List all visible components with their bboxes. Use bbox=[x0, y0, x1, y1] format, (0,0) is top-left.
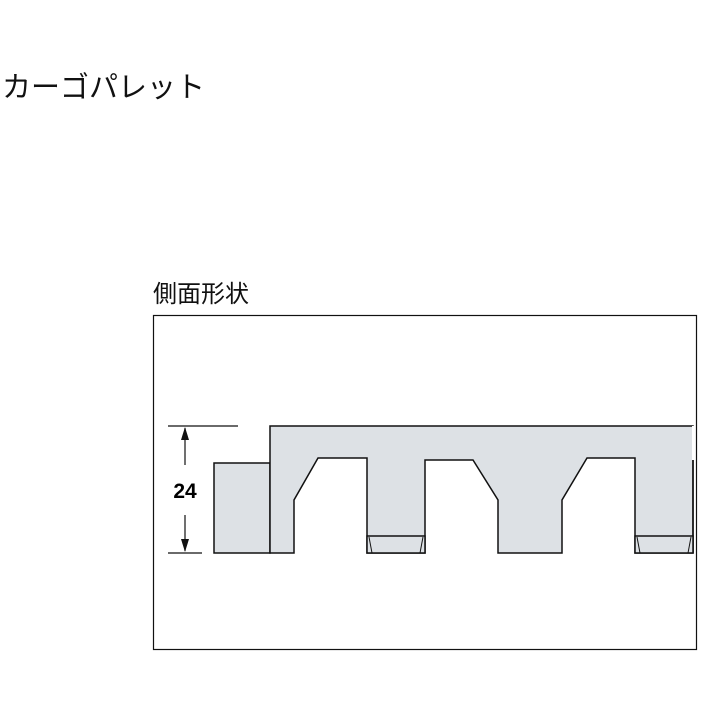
pallet-profile bbox=[269, 425, 694, 554]
arrow-down-icon bbox=[181, 539, 189, 552]
figure-caption: 側面形状 bbox=[153, 280, 249, 308]
dimension-label: 24 bbox=[173, 480, 197, 503]
figure-frame bbox=[152, 314, 698, 651]
left-block bbox=[213, 462, 271, 554]
page-title: カーゴパレット bbox=[2, 70, 206, 104]
foot-insert bbox=[366, 535, 426, 554]
height-dimension: 24 bbox=[168, 425, 238, 554]
foot-insert bbox=[634, 535, 694, 554]
arrow-up-icon bbox=[181, 427, 189, 440]
